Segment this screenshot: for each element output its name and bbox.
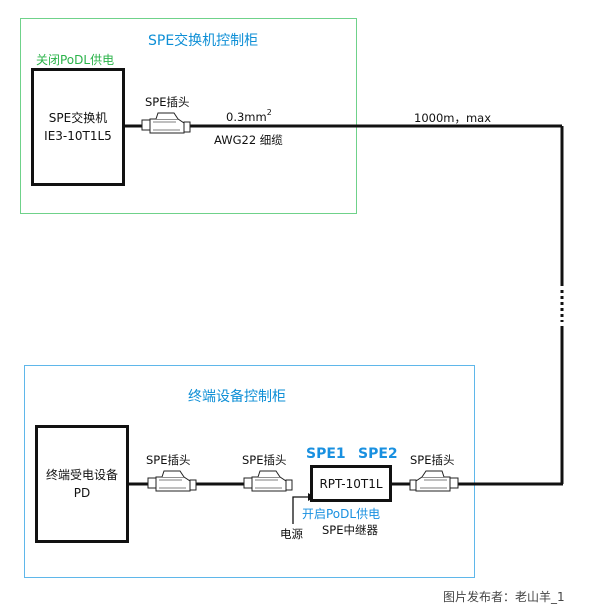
cable-type-label: AWG22 细缆 — [214, 133, 283, 147]
repeater-port-1-label: SPE1 — [306, 446, 346, 462]
spe-plug-bottom-1-label: SPE插头 — [146, 453, 191, 467]
spe-plug-top-label: SPE插头 — [145, 95, 190, 109]
power-label: 电源 — [280, 527, 303, 541]
repeater-port-2-label: SPE2 — [358, 446, 398, 462]
spe-plug-bottom-2-label: SPE插头 — [242, 453, 287, 467]
terminal-cabinet-title: 终端设备控制柜 — [188, 389, 286, 405]
powered-device-pd: PD — [73, 486, 91, 500]
cable-size-superscript: 2 — [266, 108, 272, 117]
image-credit: 图片发布者：老山羊_1 — [443, 590, 565, 604]
powered-device: 终端受电设备 PD — [35, 425, 129, 543]
spe-switch-model: IE3-10T1L5 — [44, 129, 112, 143]
spe-repeater: RPT-10T1L — [310, 465, 392, 502]
terminal-cabinet — [24, 365, 475, 578]
spe-plug-bottom-3-label: SPE插头 — [410, 453, 455, 467]
podl-off-note: 关闭PoDL供电 — [36, 53, 115, 67]
switch-cabinet — [20, 18, 357, 214]
switch-cabinet-title: SPE交换机控制柜 — [148, 33, 259, 49]
power-arrow — [292, 496, 308, 524]
cable-length-label: 1000m，max — [414, 111, 492, 125]
spe-plug-bottom-1 — [147, 470, 197, 492]
spe-plug-bottom-3 — [409, 470, 459, 492]
spe-repeater-model: RPT-10T1L — [319, 476, 383, 491]
spe-plug-bottom-2 — [243, 470, 293, 492]
powered-device-name: 终端受电设备 — [45, 468, 118, 482]
spe-switch-name: SPE交换机 — [48, 111, 108, 125]
podl-on-note: 开启PoDL供电 — [302, 507, 381, 521]
spe-plug-top — [141, 112, 191, 134]
cable-size-label: 0.3mm2 — [226, 108, 272, 124]
spe-switch: SPE交换机 IE3-10T1L5 — [31, 68, 125, 186]
spe-repeater-name: SPE中继器 — [322, 523, 379, 537]
